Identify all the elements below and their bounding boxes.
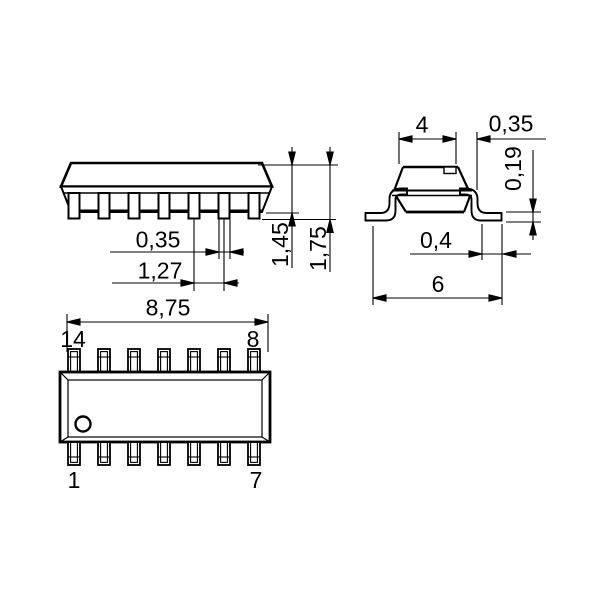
dim-label-lead-span: 6	[432, 271, 445, 297]
pin1-indicator-dot	[74, 415, 92, 433]
dim-label-body-length: 8,75	[146, 295, 191, 321]
mold-notch	[443, 166, 457, 175]
side-view-leads	[67, 192, 261, 220]
dim-label-lead-thickness: 0,19	[500, 146, 526, 191]
pin-label-8: 8	[247, 326, 260, 352]
end-view: 4 0,35 0,19 0,4	[364, 111, 546, 305]
dim-label-body-height: 1,45	[267, 222, 293, 267]
dim-body-width	[398, 132, 457, 164]
dim-label-foot-length: 0,4	[420, 227, 452, 253]
dim-label-body-width: 4	[416, 112, 429, 138]
dim-lead-span	[372, 224, 503, 305]
top-view-package-outline	[58, 370, 272, 444]
pin-label-1: 1	[68, 467, 81, 493]
dim-label-overall-height: 1,75	[305, 226, 331, 271]
end-view-package-outline	[392, 165, 472, 214]
dim-label-lead-width: 0,35	[136, 227, 181, 253]
side-view: 1,45 1,75 0,35 1,27	[59, 147, 338, 291]
dim-lead-shoulder	[476, 132, 546, 190]
dim-body-height	[258, 147, 338, 272]
pin-label-7: 7	[250, 467, 263, 493]
dim-body-length	[66, 314, 269, 352]
top-view: 8,75 14 8	[58, 295, 272, 493]
pin-label-14: 14	[60, 326, 86, 352]
dim-lead-thickness	[506, 150, 541, 240]
dim-lead-width	[110, 219, 244, 259]
dim-lead-pitch	[112, 219, 239, 291]
dim-foot-length	[410, 224, 531, 260]
dim-label-lead-shoulder: 0,35	[489, 111, 534, 137]
dim-label-lead-pitch: 1,27	[138, 258, 183, 284]
